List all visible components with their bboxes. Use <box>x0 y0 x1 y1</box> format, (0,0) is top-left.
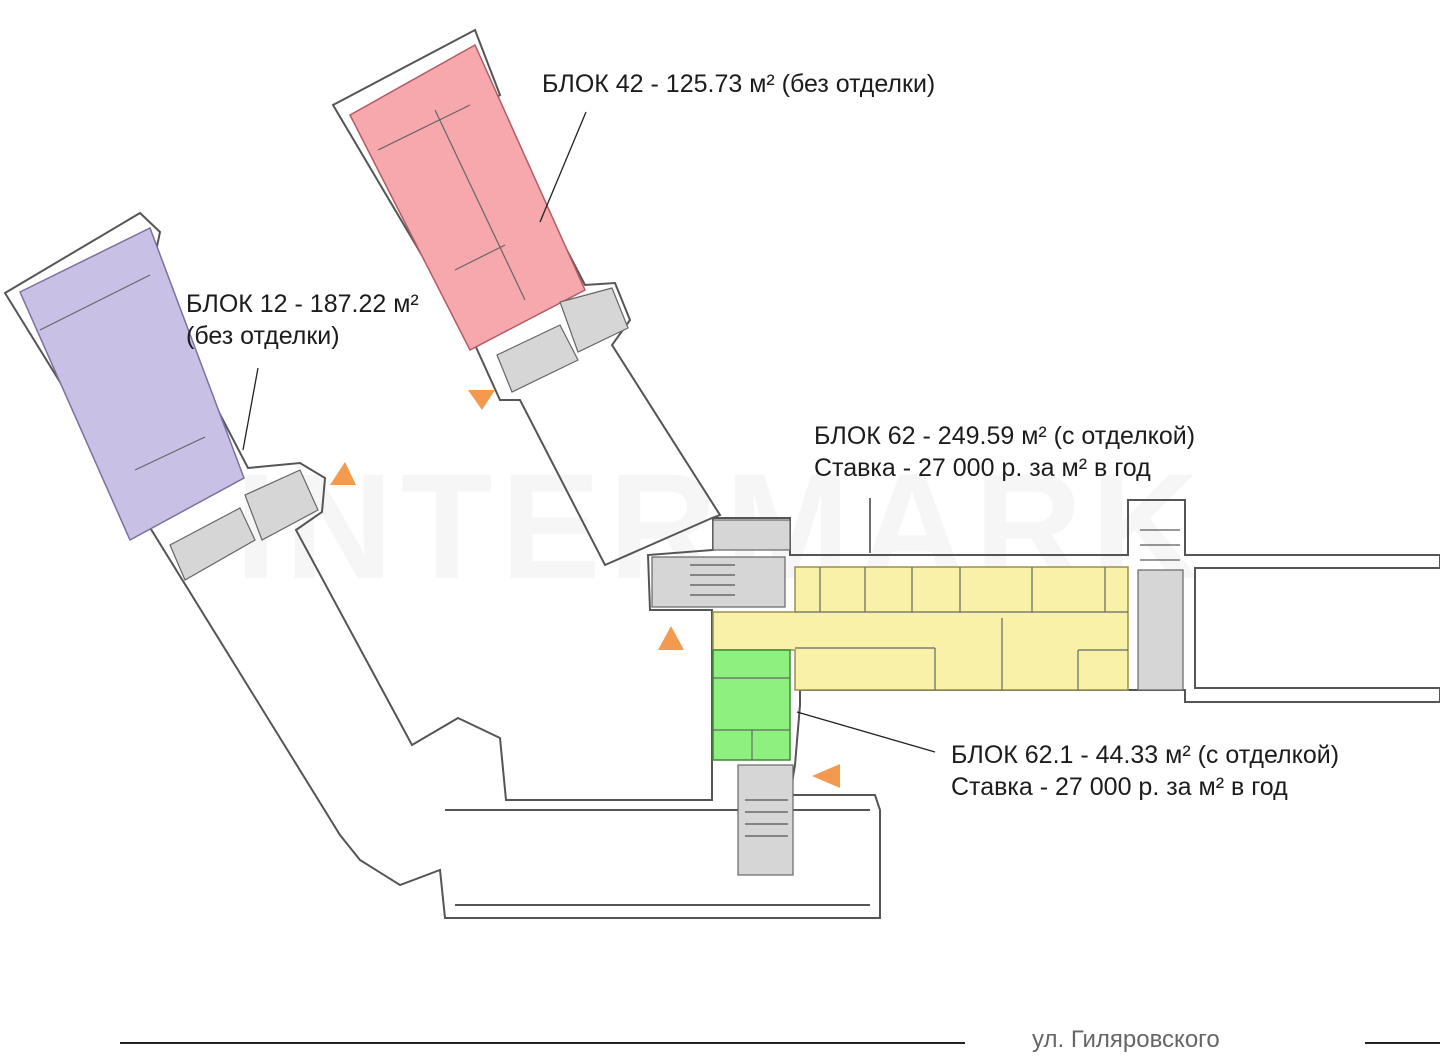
block62-1-title: БЛОК 62.1 - 44.33 м² (с отделкой) <box>951 741 1340 769</box>
block12-area <box>19 226 245 542</box>
entrance-arrow-icon <box>812 764 840 788</box>
entrance-arrow-icon <box>658 626 684 650</box>
block42-area <box>349 43 586 352</box>
stair-treads <box>690 529 1180 837</box>
block62-1-label: БЛОК 62.1 - 44.33 м² (с отделкой) Ставка… <box>951 739 1339 803</box>
block62-rate: Ставка - 27 000 р. за м² в год <box>814 454 1151 482</box>
block12-title: БЛОК 12 - 187.22 м² <box>186 290 419 318</box>
entrance-arrow-icon <box>330 462 356 485</box>
block62-label: БЛОК 62 - 249.59 м² (с отделкой) Ставка … <box>814 420 1195 484</box>
block62-1-rate: Ставка - 27 000 р. за м² в год <box>951 773 1288 801</box>
street-name: ул. Гиляровского <box>1032 1026 1220 1053</box>
block42-label: БЛОК 42 - 125.73 м² (без отделки) <box>542 68 935 100</box>
block12-finish: (без отделки) <box>186 322 340 350</box>
left-wing-outline <box>3 211 1440 919</box>
entrance-arrow-icon <box>468 390 495 410</box>
block62-area <box>712 566 1129 691</box>
service-areas <box>169 287 1184 876</box>
block12-label: БЛОК 12 - 187.22 м² (без отделки) <box>186 288 419 352</box>
block42-title: БЛОК 42 - 125.73 м² (без отделки) <box>542 70 936 98</box>
block62-title: БЛОК 62 - 249.59 м² (с отделкой) <box>814 422 1196 450</box>
